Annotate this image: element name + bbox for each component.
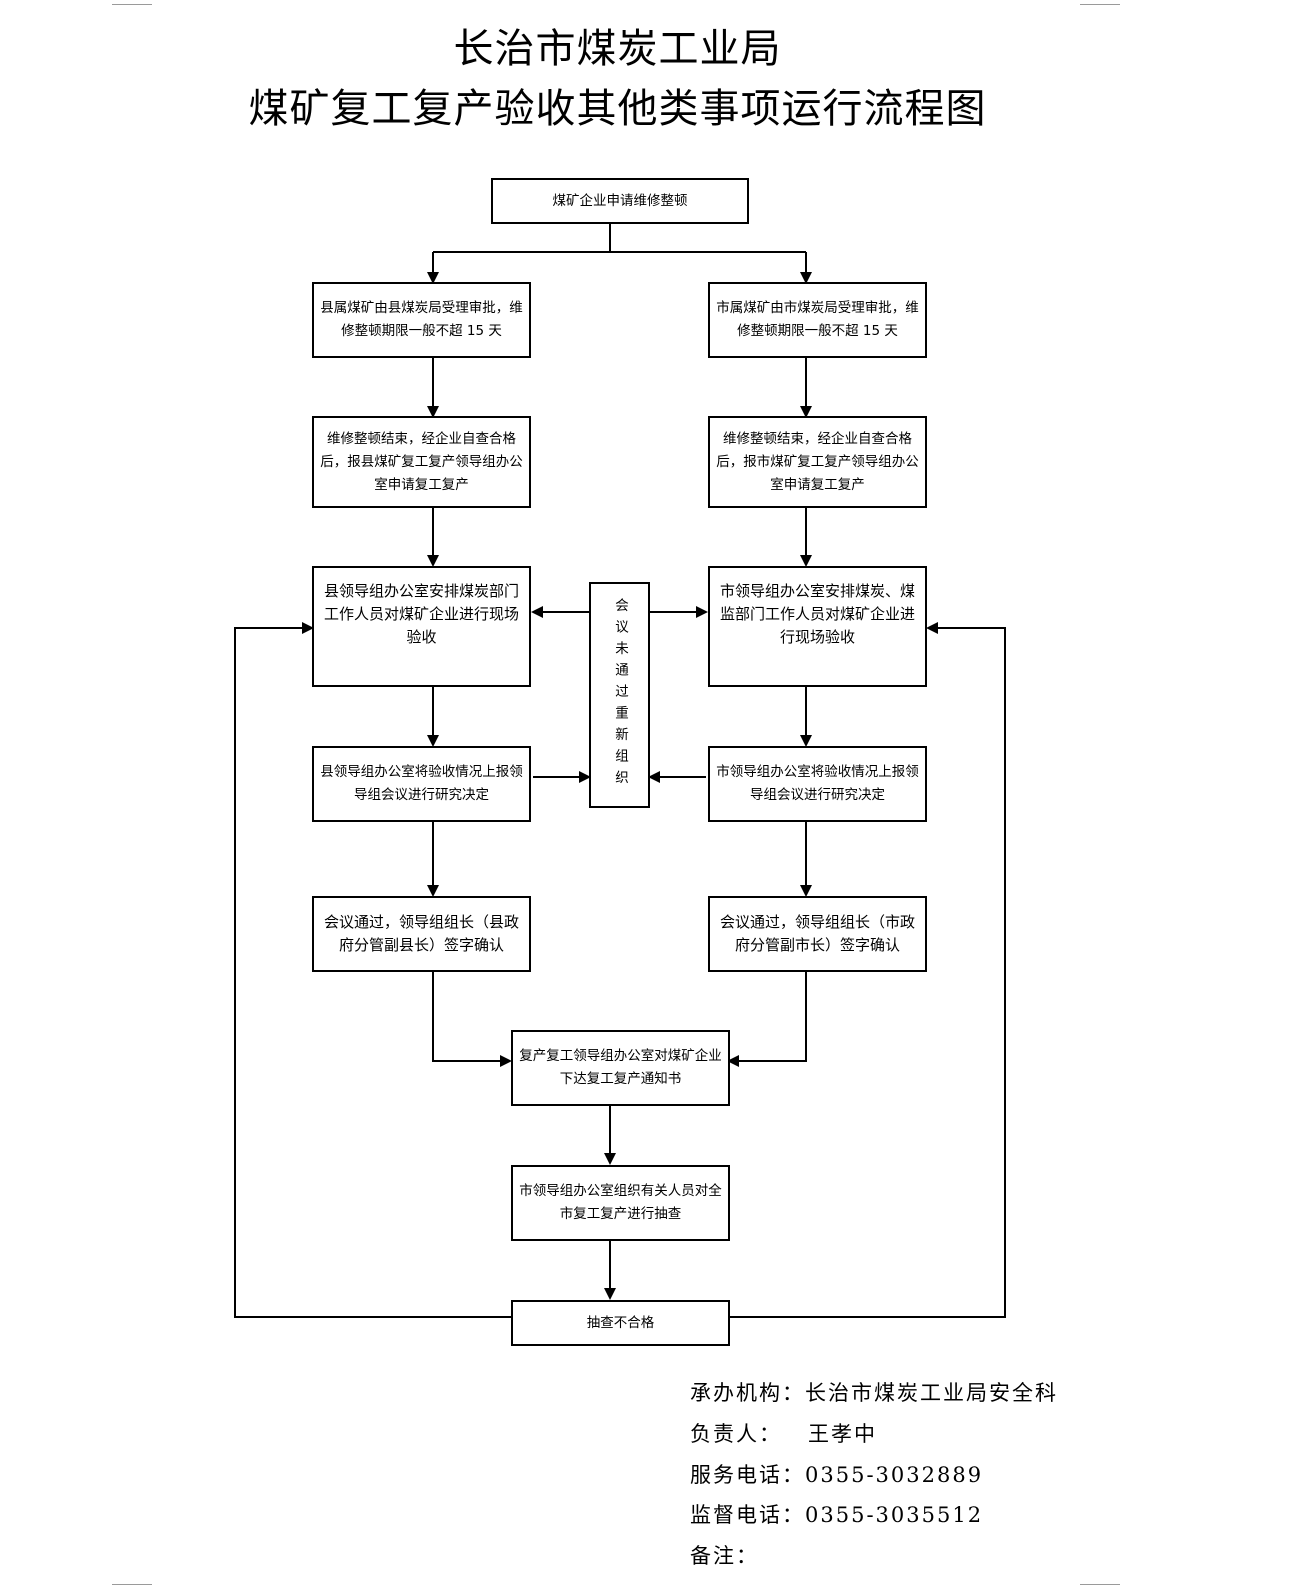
footer-agency: 承办机构：长治市煤炭工业局安全科 xyxy=(690,1381,1058,1405)
page-title: 长治市煤炭工业局 xyxy=(453,26,782,72)
footer-service-phone: 服务电话：0355-3032889 xyxy=(690,1463,984,1487)
city-approve-box: 市属煤矿由市煤炭局受理审批，维修整顿期限一般不超 15 天 xyxy=(708,282,927,358)
footer-person: 负责人： 王孝中 xyxy=(690,1418,877,1448)
arrow-fail-loop-county xyxy=(234,622,511,1318)
arrow-county-sign-to-notice xyxy=(432,972,512,1067)
fail-box: 抽查不合格 xyxy=(511,1300,730,1346)
county-sign-box: 会议通过，领导组组长（县政府分管副县长）签字确认 xyxy=(312,896,531,972)
notice-box: 复产复工领导组办公室对煤矿企业下达复工复产通知书 xyxy=(511,1030,730,1106)
city-report-box: 市领导组办公室将验收情况上报领导组会议进行研究决定 xyxy=(708,746,927,822)
page-subtitle: 煤矿复工复产验收其他类事项运行流程图 xyxy=(248,86,987,132)
city-inspect-box: 市领导组办公室安排煤炭、煤监部门工作人员对煤矿企业进行现场验收 xyxy=(708,566,927,687)
arrow-fail-loop-city xyxy=(729,622,1006,1318)
spot-check-box: 市领导组办公室组织有关人员对全市复工复产进行抽查 xyxy=(511,1165,730,1241)
footer-remarks: 备注： xyxy=(690,1544,759,1568)
footer-person-name: 王孝中 xyxy=(808,1422,877,1446)
county-approve-label: 县属煤矿由县煤炭局受理审批，维修整顿期限一般不超 15 天 xyxy=(320,300,523,339)
county-sign-label: 会议通过，领导组组长（县政府分管副县长）签字确认 xyxy=(323,913,519,954)
start-box-label: 煤矿企业申请维修整顿 xyxy=(552,192,688,209)
county-report-box: 县领导组办公室将验收情况上报领导组会议进行研究决定 xyxy=(312,746,531,822)
crop-mark-top-left xyxy=(112,4,152,5)
city-sign-box: 会议通过，领导组组长（市政府分管副市长）签字确认 xyxy=(708,896,927,972)
start-box: 煤矿企业申请维修整顿 xyxy=(491,178,749,224)
reorganize-box: 会议未通过重新组织 xyxy=(589,582,650,808)
county-report-label: 县领导组办公室将验收情况上报领导组会议进行研究决定 xyxy=(320,764,523,803)
city-inspect-label: 市领导组办公室安排煤炭、煤监部门工作人员对煤矿企业进行现场验收 xyxy=(719,582,915,646)
county-inspect-label: 县领导组办公室安排煤炭部门工作人员对煤矿企业进行现场验收 xyxy=(323,582,519,646)
crop-mark-bottom-right xyxy=(1080,1584,1120,1585)
city-sign-label: 会议通过，领导组组长（市政府分管副市长）签字确认 xyxy=(719,913,915,954)
city-approve-label: 市属煤矿由市煤炭局受理审批，维修整顿期限一般不超 15 天 xyxy=(716,300,919,339)
county-apply-box: 维修整顿结束，经企业自查合格后，报县煤矿复工复产领导组办公室申请复工复产 xyxy=(312,416,531,508)
spot-check-label: 市领导组办公室组织有关人员对全市复工复产进行抽查 xyxy=(519,1183,722,1222)
city-report-label: 市领导组办公室将验收情况上报领导组会议进行研究决定 xyxy=(716,764,919,803)
reorganize-label: 会议未通过重新组织 xyxy=(612,598,628,792)
crop-mark-bottom-left xyxy=(112,1584,152,1585)
city-apply-box: 维修整顿结束，经企业自查合格后，报市煤矿复工复产领导组办公室申请复工复产 xyxy=(708,416,927,508)
notice-label: 复产复工领导组办公室对煤矿企业下达复工复产通知书 xyxy=(519,1048,722,1087)
crop-mark-top-right xyxy=(1080,4,1120,5)
fail-label: 抽查不合格 xyxy=(586,1314,655,1331)
arrow-city-sign-to-notice xyxy=(727,972,807,1067)
county-approve-box: 县属煤矿由县煤炭局受理审批，维修整顿期限一般不超 15 天 xyxy=(312,282,531,358)
footer-supervise-phone: 监督电话：0355-3035512 xyxy=(690,1503,984,1527)
county-inspect-box: 县领导组办公室安排煤炭部门工作人员对煤矿企业进行现场验收 xyxy=(312,566,531,687)
county-apply-label: 维修整顿结束，经企业自查合格后，报县煤矿复工复产领导组办公室申请复工复产 xyxy=(320,430,523,493)
city-apply-label: 维修整顿结束，经企业自查合格后，报市煤矿复工复产领导组办公室申请复工复产 xyxy=(716,430,919,493)
footer-person-label: 负责人： xyxy=(690,1422,782,1446)
